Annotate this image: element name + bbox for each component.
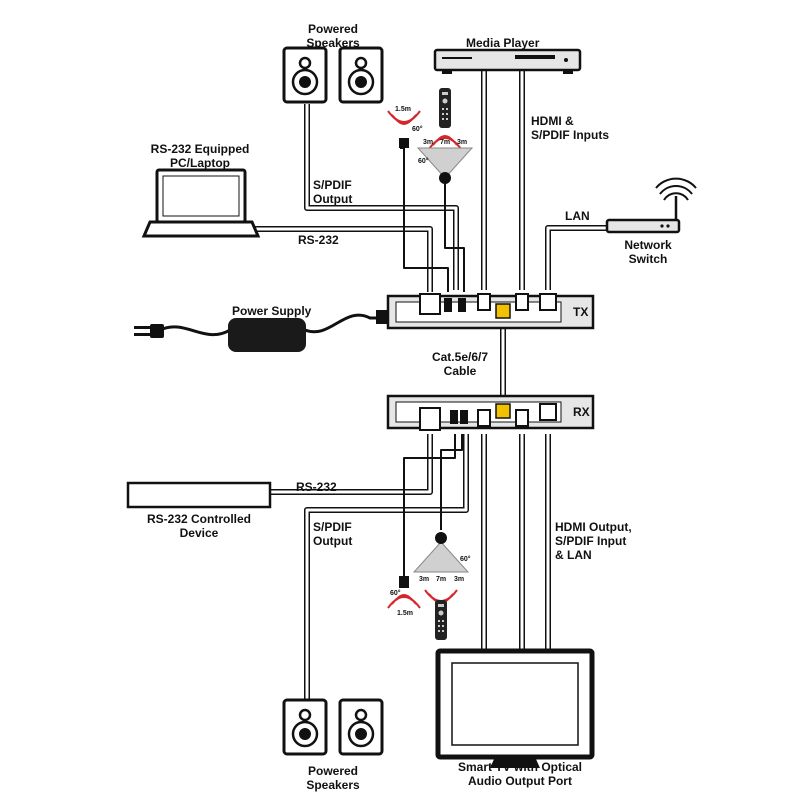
cat-cable-label: Cat.5e/6/7 Cable (420, 350, 500, 378)
ir-blaster-icon (416, 147, 474, 184)
speaker-icon (282, 698, 328, 756)
label-line: PC/Laptop (170, 156, 230, 170)
remote-control-icon (424, 589, 458, 640)
label-line: Audio Output Port (468, 774, 572, 788)
power-adapter-icon (134, 310, 390, 352)
rs232-cable-bottom (270, 434, 433, 495)
label-line: RS-232 Equipped (150, 142, 250, 156)
ir-eye-angle-top: 60° (412, 126, 423, 133)
label-line: RS-232 Controlled (146, 512, 251, 526)
ir-eye-distance-bottom: 1.5m (397, 610, 413, 617)
ir-blaster-left-top: 3m (423, 139, 434, 146)
label-line: Smart TV with Optical (457, 760, 583, 774)
ir-blaster-cable-bottom (440, 434, 463, 530)
cable-group (159, 68, 607, 700)
ir-blaster-angle-top: 60° (418, 158, 429, 165)
label-line: Network (624, 238, 672, 252)
ir-blaster-center-bottom: 7m (436, 576, 447, 583)
rx-extender (386, 394, 595, 431)
laptop-icon (141, 168, 261, 238)
speaker-icon (338, 46, 384, 104)
ir-blaster-cable-top (444, 178, 465, 292)
rs232-pc-label: RS-232 Equipped PC/Laptop (140, 142, 260, 170)
label-line: Output (313, 192, 353, 206)
label-line: Powered (307, 22, 358, 36)
ir-eye-distance-top: 1.5m (395, 106, 411, 113)
network-switch-label: Network Switch (608, 238, 688, 266)
media-player-label: Media Player (466, 36, 540, 50)
rs232-bottom-label: RS-232 (296, 480, 337, 494)
label-line: Powered (307, 764, 358, 778)
network-switch-icon (605, 177, 697, 234)
label-line: Cat.5e/6/7 (431, 350, 489, 364)
hdmi-spdif-inputs-label: HDMI & S/PDIF Inputs (531, 114, 609, 142)
powered-speakers-bottom-label: Powered Speakers (285, 764, 381, 792)
lan-label: LAN (565, 209, 590, 223)
ir-blaster-angle-bottom: 60° (460, 556, 471, 563)
label-line: S/PDIF (313, 520, 352, 534)
label-line: Cable (443, 364, 477, 378)
ir-eye-angle-bottom: 60° (390, 590, 401, 597)
power-cable (159, 325, 231, 337)
spdif-output-bottom-label: S/PDIF Output (313, 520, 352, 548)
rs232-top-label: RS-232 (298, 233, 339, 247)
ir-receiver-icon (387, 576, 421, 609)
power-supply-label: Power Supply (232, 304, 312, 318)
label-line: S/PDIF Inputs (531, 128, 609, 142)
tv-icon (435, 648, 595, 768)
powered-speakers-top-label: Powered Speakers (285, 22, 381, 50)
spdif-output-top-label: S/PDIF Output (313, 178, 352, 206)
label-line: HDMI Output, (555, 520, 632, 534)
rs232-device-icon (126, 481, 272, 509)
label-line: HDMI & (531, 114, 574, 128)
smart-tv-label: Smart TV with Optical Audio Output Port (440, 760, 600, 788)
lan-cable-top (545, 225, 607, 290)
media-player-icon (433, 48, 582, 74)
label-line: & LAN (555, 548, 592, 562)
ir-receiver-icon (387, 110, 421, 148)
speaker-icon (282, 46, 328, 104)
tx-label: TX (573, 305, 589, 319)
label-line: S/PDIF Input (555, 534, 627, 548)
hdmi-output-label: HDMI Output, S/PDIF Input & LAN (555, 520, 632, 562)
rs232-device-label: RS-232 Controlled Device (130, 512, 268, 540)
label-line: Speakers (306, 778, 360, 792)
ir-blaster-right-bottom: 3m (454, 576, 465, 583)
label-line: Output (313, 534, 353, 548)
label-line: Device (179, 526, 219, 540)
ir-eye-cable-bottom (403, 434, 456, 576)
label-line: S/PDIF (313, 178, 352, 192)
ir-blaster-left-bottom: 3m (419, 576, 430, 583)
ir-blaster-right-top: 3m (457, 139, 468, 146)
tx-extender (386, 293, 595, 330)
speaker-icon (338, 698, 384, 756)
rx-label: RX (573, 405, 590, 419)
ir-blaster-center-top: 7m (440, 139, 451, 146)
label-line: Switch (628, 252, 668, 266)
ir-blaster-icon (412, 532, 470, 573)
label-line: Speakers (306, 36, 360, 50)
